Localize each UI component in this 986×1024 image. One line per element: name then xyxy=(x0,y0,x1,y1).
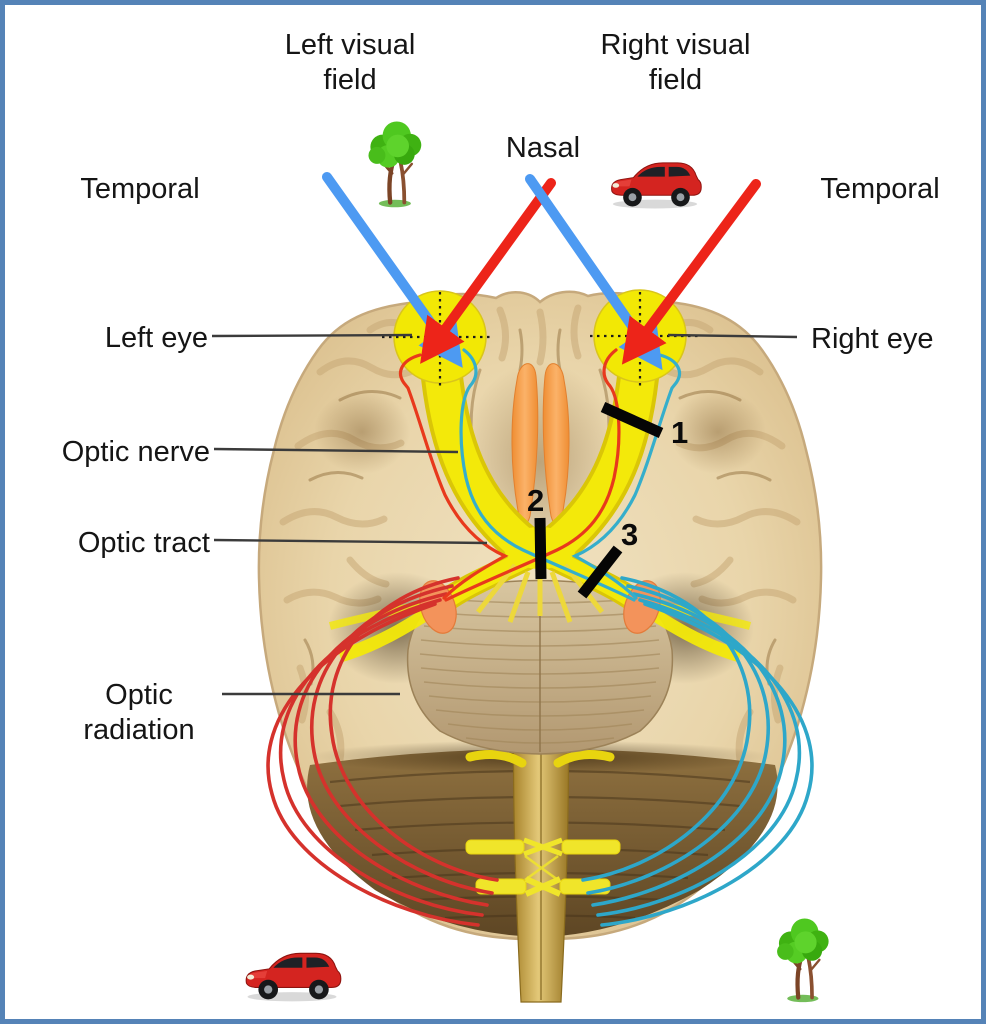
right-eye-nasal-fiber xyxy=(444,348,621,602)
lesion-number-1: 1 xyxy=(671,415,689,450)
brainstem-nerve-bars xyxy=(465,750,621,897)
label-pointer-lines xyxy=(211,333,798,696)
left-eye-pointer xyxy=(211,333,413,338)
tree-icon xyxy=(368,121,421,207)
left-eye-crosshair xyxy=(382,292,492,388)
car-icon xyxy=(245,952,342,1002)
pons xyxy=(406,579,674,755)
right-field-ray-to-right-eye xyxy=(621,179,761,365)
label-temporal-left: Temporal xyxy=(80,173,200,205)
right-orbital-shadow xyxy=(670,390,766,474)
right-eye-pointer xyxy=(667,333,798,339)
label-right-eye: Right eye xyxy=(811,323,934,355)
left-orbital-shadow xyxy=(314,390,410,474)
label-right-visual-field: Right visual field xyxy=(600,29,751,97)
car-icon xyxy=(611,162,702,209)
label-left-visual-field: Left visual field xyxy=(284,29,416,97)
lesion-bar-3 xyxy=(577,545,623,599)
label-optic-tract: Optic tract xyxy=(77,527,210,559)
tree-icon xyxy=(777,918,829,1002)
label-optic-radiation: Optic radiation xyxy=(83,679,195,747)
left-eye-temporal-fiber xyxy=(398,353,509,600)
label-left-eye: Left eye xyxy=(104,322,208,354)
right-field-ray-to-left-eye xyxy=(420,178,556,364)
lesion-bar-1 xyxy=(600,401,664,439)
left-optic-radiation xyxy=(266,576,499,927)
label-temporal-right: Temporal xyxy=(820,173,940,205)
optic-nerve-pointer xyxy=(213,447,459,454)
lesion-number-3: 3 xyxy=(621,517,639,552)
diagram-canvas xyxy=(211,5,981,1019)
olfactory-tracts xyxy=(511,363,570,525)
optic-tract-pointer xyxy=(213,538,488,545)
label-nasal: Nasal xyxy=(505,132,581,164)
right-eye-temporal-fiber xyxy=(571,353,682,600)
right-optic-radiation xyxy=(581,576,814,927)
lesion-bar-2 xyxy=(534,517,547,580)
left-eye-nasal-fiber xyxy=(459,348,636,602)
label-optic-nerve: Optic nerve xyxy=(61,436,210,468)
lesion-bars xyxy=(534,401,664,599)
lesion-number-2: 2 xyxy=(527,483,545,518)
